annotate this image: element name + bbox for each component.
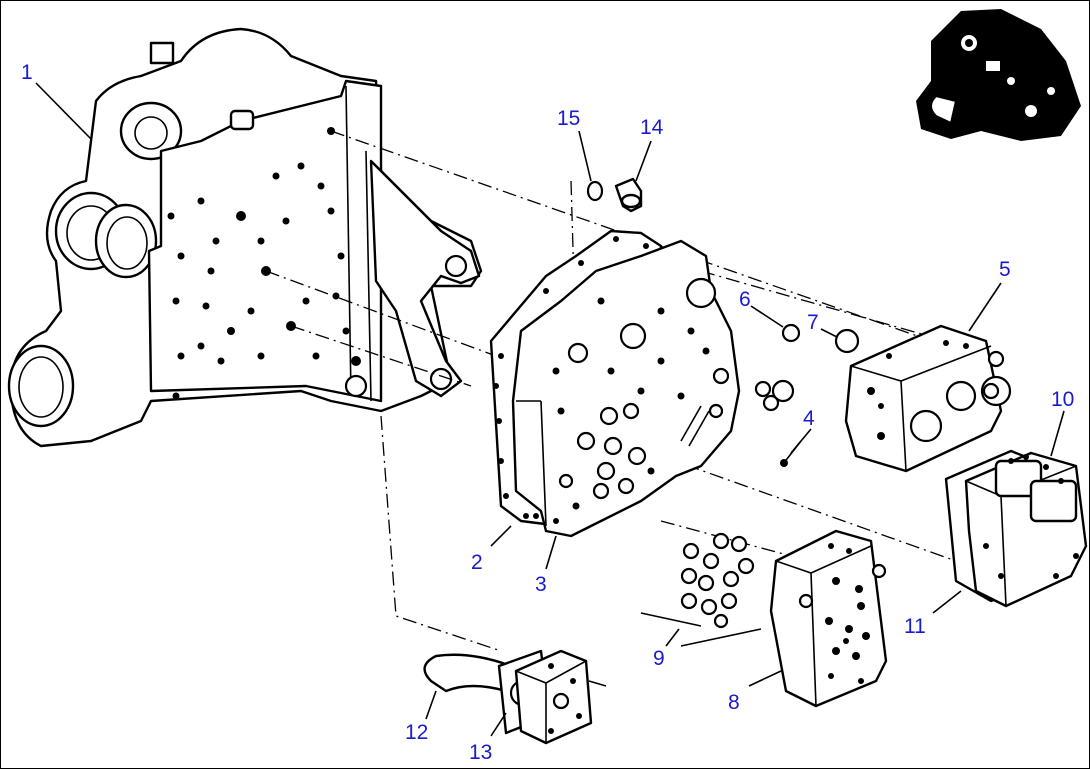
callouts: 1 2 3 4 5 6 7 8 9 10 11 12 13 14 15 bbox=[21, 61, 1074, 764]
o-rings-loose[interactable] bbox=[754, 379, 795, 412]
callout-1[interactable]: 1 bbox=[21, 61, 33, 84]
hose[interactable] bbox=[423, 653, 513, 693]
callout-2[interactable]: 2 bbox=[471, 551, 483, 574]
callout-8[interactable]: 8 bbox=[728, 691, 740, 714]
callout-11[interactable]: 11 bbox=[904, 615, 926, 638]
callout-15[interactable]: 15 bbox=[557, 107, 580, 130]
o-ring-7[interactable] bbox=[834, 328, 860, 354]
callout-6[interactable]: 6 bbox=[739, 288, 751, 311]
valve-body[interactable] bbox=[511, 239, 741, 538]
o-ring-kit[interactable] bbox=[640, 532, 762, 647]
o-ring-6[interactable] bbox=[781, 323, 801, 343]
callout-14[interactable]: 14 bbox=[640, 116, 664, 139]
modulating-valve[interactable] bbox=[844, 324, 1012, 473]
callout-12[interactable]: 12 bbox=[405, 721, 428, 744]
leader-lines bbox=[35, 82, 1065, 737]
callout-9[interactable]: 9 bbox=[653, 647, 665, 670]
callout-4[interactable]: 4 bbox=[803, 407, 815, 430]
callout-10[interactable]: 10 bbox=[1051, 388, 1074, 411]
assembly-thumbnail bbox=[916, 9, 1081, 141]
o-ring-15[interactable] bbox=[586, 180, 604, 202]
callout-5[interactable]: 5 bbox=[999, 258, 1011, 281]
control-valve[interactable] bbox=[769, 529, 888, 708]
cover-plate[interactable] bbox=[514, 649, 607, 745]
callout-7[interactable]: 7 bbox=[807, 311, 819, 334]
plug[interactable] bbox=[614, 177, 643, 213]
transmission-case[interactable] bbox=[7, 27, 483, 448]
callout-3[interactable]: 3 bbox=[535, 573, 547, 596]
valve-assembly-10[interactable] bbox=[964, 451, 1088, 608]
callout-13[interactable]: 13 bbox=[469, 741, 492, 764]
